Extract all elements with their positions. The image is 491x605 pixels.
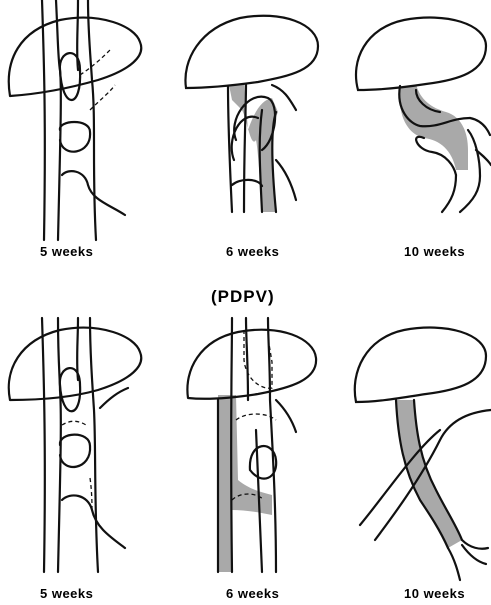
panel-r2-6-weeks: [187, 318, 316, 572]
left-vein: [231, 318, 232, 572]
panel-label: 5 weeks: [40, 244, 93, 259]
panel-label: 6 weeks: [226, 244, 279, 259]
portal-vein-shaded: [218, 395, 272, 572]
right-vein-2: [268, 318, 276, 572]
tributary-right-2: [276, 160, 296, 200]
panel-r1-10-weeks: [356, 18, 491, 212]
liver-outline: [355, 328, 486, 402]
right-vitelline-vein: [90, 318, 98, 572]
tributary-right: [276, 400, 296, 432]
anastomosis-dashed: [80, 50, 110, 75]
panel-r1-6-weeks: [185, 16, 318, 212]
middle-anastomosis: [60, 435, 90, 467]
tributary: [100, 388, 128, 408]
panel-label: 5 weeks: [40, 586, 93, 601]
liver-outline: [9, 328, 141, 400]
left-vitelline-vein: [42, 318, 45, 572]
branch-b: [462, 540, 488, 549]
portal-vein-shaded: [400, 84, 468, 170]
right-vitelline-vein: [88, 0, 96, 240]
left-vitelline-vein-inner: [56, 0, 61, 240]
caudal-connection: [232, 180, 262, 186]
panel-r2-5-weeks: [9, 318, 141, 572]
middle-anastomosis: [60, 122, 90, 152]
panel-r2-10-weeks: [355, 328, 491, 580]
caudal-anastomosis: [62, 495, 125, 548]
liver-outline: [9, 18, 141, 96]
tributary-right: [272, 85, 296, 110]
cranial-anastomosis: [60, 368, 80, 411]
right-branch: [470, 118, 490, 135]
liver-outline: [185, 16, 318, 88]
section-header: (PDPV): [211, 287, 275, 306]
anastomosis-dashed: [62, 421, 86, 425]
liver-outline: [356, 18, 486, 90]
portal-vein-trunk-2: [442, 175, 456, 212]
left-vitelline-vein: [42, 0, 45, 240]
panel-label: 10 weeks: [404, 586, 465, 601]
branch-a: [448, 548, 460, 580]
panel-label: 6 weeks: [226, 586, 279, 601]
liver-outline: [187, 330, 316, 399]
panel-label: 10 weeks: [404, 244, 465, 259]
panel-r1-5-weeks: [9, 0, 141, 240]
